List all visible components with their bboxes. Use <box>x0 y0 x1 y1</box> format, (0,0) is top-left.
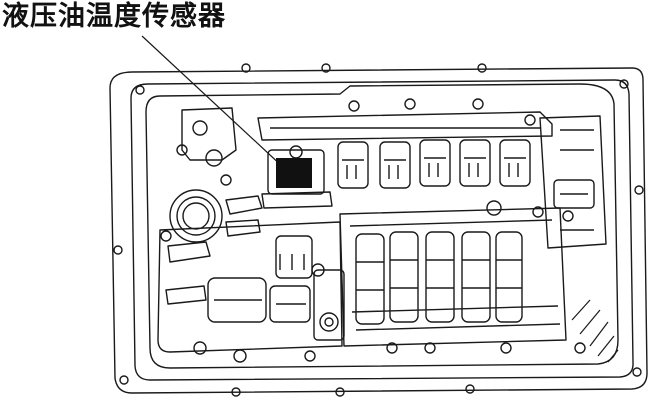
body-bolts <box>160 98 586 363</box>
pan-floor <box>145 83 619 369</box>
hatching <box>571 299 619 363</box>
left-bracket-clip <box>205 149 223 167</box>
pan-flange-outer <box>109 67 648 394</box>
sensor-callout-label: 液压油温度传感器 <box>2 1 226 32</box>
round-port <box>169 189 223 243</box>
pipe-left <box>225 195 263 237</box>
center-valve <box>313 269 345 341</box>
sensor-housing <box>267 149 325 195</box>
plate-edges <box>349 219 561 331</box>
left-bracket-bolt <box>192 120 208 136</box>
callout-leader-line <box>141 35 285 169</box>
lower-spool-row <box>355 231 523 325</box>
right-module <box>539 115 607 249</box>
flange-bolt-holes <box>113 63 644 397</box>
oil-temperature-sensor <box>276 158 312 188</box>
sensor-base <box>261 191 333 209</box>
valve-body-plate-left <box>157 221 343 353</box>
top-rail <box>257 111 553 141</box>
left-lower-solenoids <box>207 235 313 323</box>
upper-solenoid-row <box>337 139 531 189</box>
